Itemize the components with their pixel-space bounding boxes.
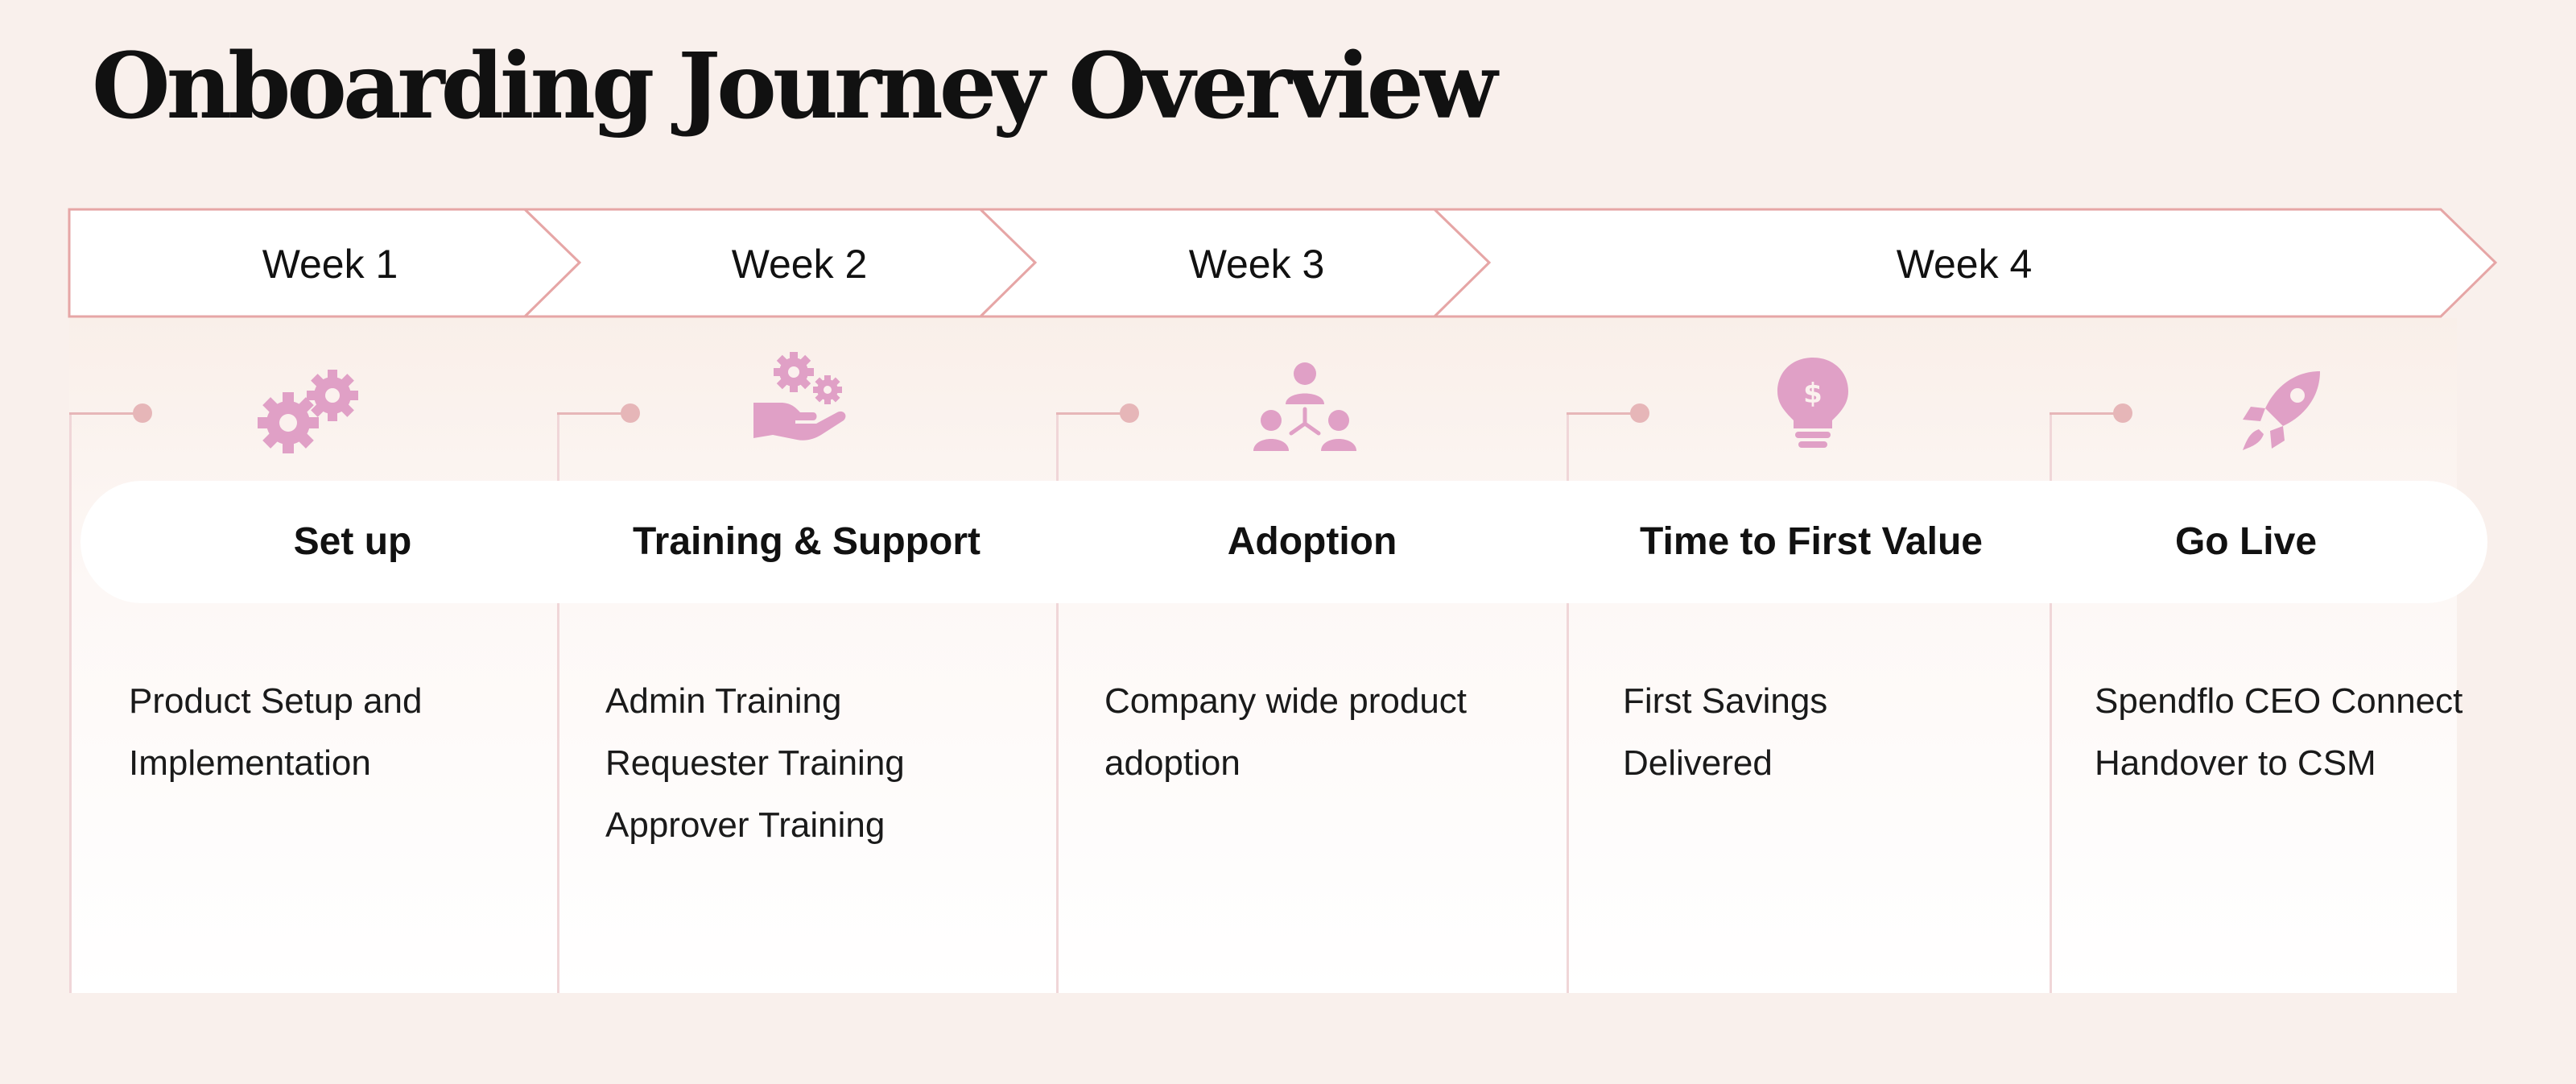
gears-icon <box>258 370 358 453</box>
phase-1-marker <box>133 403 152 423</box>
phase-4-connector <box>1567 412 1569 993</box>
phase-go-live-title: Go Live <box>2174 520 2318 563</box>
phase-5-marker <box>2113 403 2132 423</box>
phase-5-connector <box>2050 412 2052 993</box>
page-title: Onboarding Journey Overview <box>92 34 1497 139</box>
phase-go-live-items: Spendflo CEO Connect Handover to CSM <box>2095 670 2462 794</box>
phase-first-value-title: Time to First Value <box>1640 520 1983 563</box>
weeks-timeline <box>68 208 2498 318</box>
rocket-icon <box>2243 371 2320 450</box>
week-4-chevron <box>1431 208 2498 318</box>
week-2-label: Week 2 <box>731 242 868 287</box>
list-item: Implementation <box>129 743 371 783</box>
list-item: Approver Training <box>605 805 886 845</box>
list-item: Delivered <box>1623 743 1773 783</box>
phase-5-connector-stub <box>2050 412 2122 415</box>
phase-adoption-items: Company wide product adoption <box>1104 670 1467 794</box>
hand-gears-icon <box>753 352 846 441</box>
list-item: Admin Training <box>605 681 842 721</box>
list-item: Product Setup and <box>129 681 423 721</box>
phase-adoption-title: Adoption <box>1227 520 1397 563</box>
phase-3-connector-stub <box>1056 412 1129 415</box>
phases-pill <box>80 481 2487 603</box>
people-network-icon <box>1253 362 1356 451</box>
list-item: Requester Training <box>605 743 905 783</box>
phase-4-marker <box>1630 403 1649 423</box>
phase-2-marker <box>621 403 640 423</box>
week-3-label: Week 3 <box>1188 242 1325 287</box>
list-item: Handover to CSM <box>2095 743 2376 783</box>
week-1-label: Week 1 <box>262 242 398 287</box>
phase-setup-items: Product Setup and Implementation <box>129 670 422 794</box>
phase-2-connector-stub <box>557 412 630 415</box>
phase-first-value-items: First Savings Delivered <box>1623 670 1827 794</box>
phase-training-title: Training & Support <box>633 520 980 563</box>
phase-2-connector <box>557 412 559 993</box>
phase-3-marker <box>1120 403 1139 423</box>
phase-3-connector <box>1056 412 1059 993</box>
week-4-label: Week 4 <box>1896 242 2033 287</box>
phase-1-connector-stub <box>69 412 142 415</box>
phase-setup-title: Set up <box>293 520 412 563</box>
phase-4-connector-stub <box>1567 412 1639 415</box>
phases-panel <box>69 318 2457 993</box>
list-item: First Savings <box>1623 681 1828 721</box>
phase-training-items: Admin Training Requester Training Approv… <box>605 670 905 856</box>
list-item: adoption <box>1104 743 1241 783</box>
lightbulb-dollar-icon: $ <box>1777 358 1848 448</box>
svg-text:$: $ <box>1803 378 1823 410</box>
list-item: Company wide product <box>1104 681 1468 721</box>
list-item: Spendflo CEO Connect <box>2095 681 2463 721</box>
phase-1-connector <box>69 412 72 993</box>
